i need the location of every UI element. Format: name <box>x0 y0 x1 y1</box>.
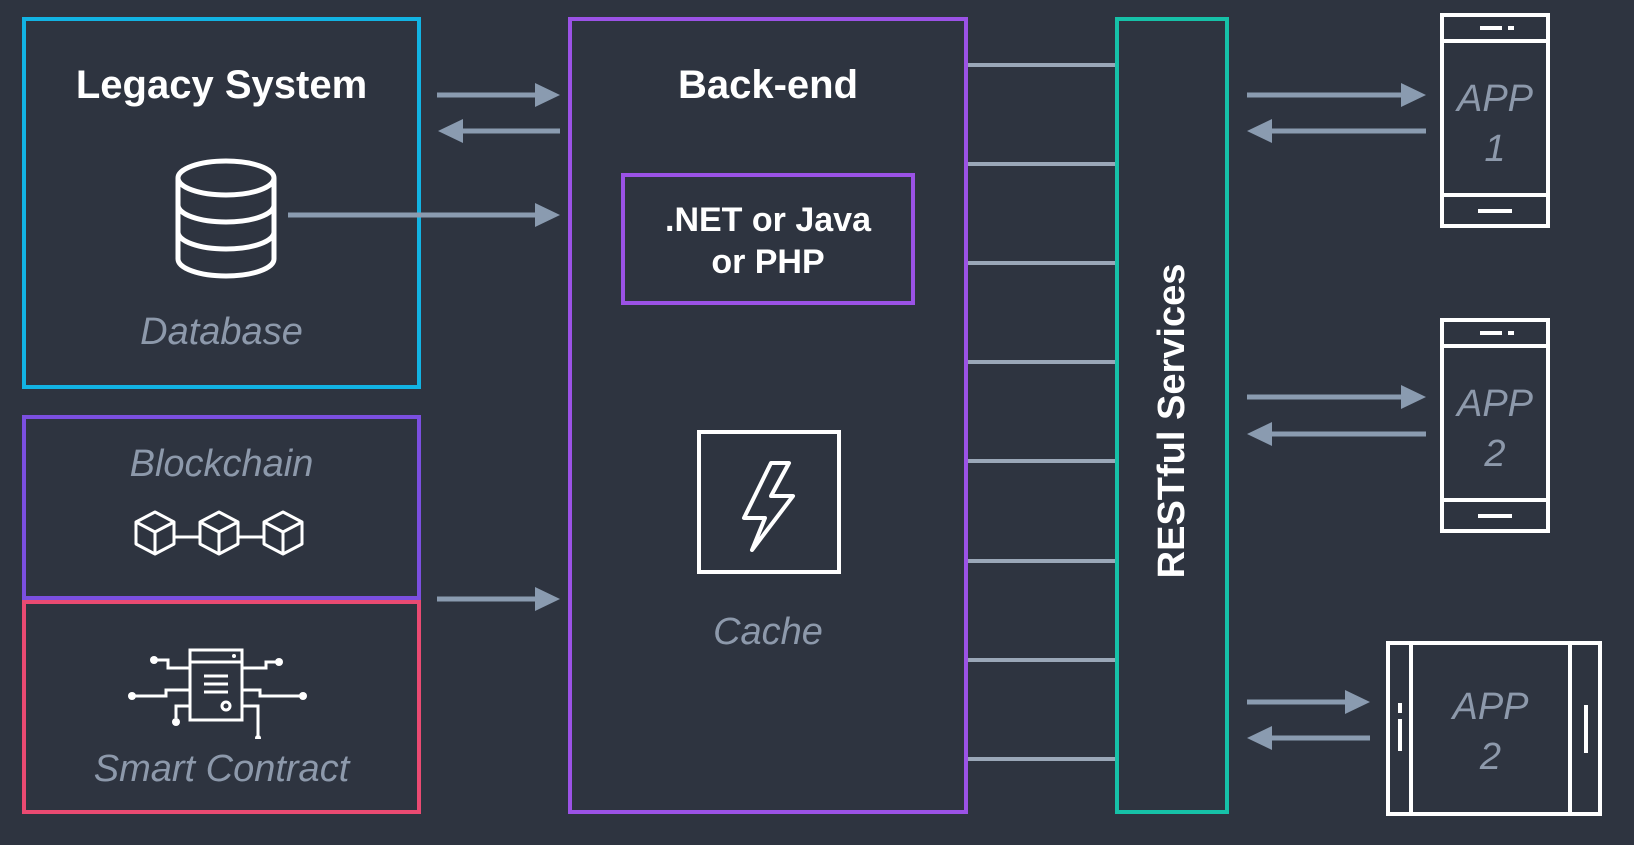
tablet-icon <box>1386 641 1602 816</box>
backend-box: Back-end .NET or Java or PHP Cache <box>568 17 968 814</box>
database-icon <box>175 158 277 279</box>
smart-contract-label: Smart Contract <box>93 748 350 790</box>
smart-contract-icon <box>128 648 307 739</box>
backend-tech-line2: or PHP <box>711 243 825 281</box>
cache-icon <box>697 430 841 574</box>
arrow-right-icon <box>437 587 560 611</box>
blockchain-label: Blockchain <box>129 443 314 485</box>
app-2-tablet: APP 2 <box>1386 641 1602 816</box>
app-3-label-line2: 2 <box>1479 736 1502 778</box>
arrow-right-icon <box>1247 690 1370 714</box>
app-2-phone: APP 2 <box>1440 318 1550 533</box>
app-1-phone: APP 1 <box>1440 13 1550 228</box>
blockchain-box: Blockchain <box>22 415 421 600</box>
backend-tech-line1: .NET or Java <box>665 201 871 239</box>
blockchain-icon <box>134 510 304 556</box>
app-3-label-line1: APP <box>1452 686 1529 728</box>
database-label: Database <box>140 311 303 353</box>
legacy-system-box: Legacy System Database <box>22 17 421 389</box>
app-2-label-line2: 2 <box>1484 433 1506 475</box>
smartphone-icon <box>1440 318 1550 533</box>
backend-title: Back-end <box>677 63 859 107</box>
arrow-right-icon <box>1247 83 1426 107</box>
app-1-label-line1: APP <box>1456 78 1534 120</box>
smart-contract-box: Smart Contract <box>22 600 421 814</box>
arrow-right-icon <box>437 83 560 107</box>
arrow-left-icon <box>1247 422 1426 446</box>
app-2-label-line1: APP <box>1456 383 1534 425</box>
legacy-system-title: Legacy System <box>75 63 368 107</box>
arrow-left-icon <box>1247 119 1426 143</box>
arrow-right-icon <box>1247 385 1426 409</box>
app-1-label-line2: 1 <box>1484 128 1506 170</box>
restful-services-box: RESTful Services <box>1115 17 1229 814</box>
arrow-left-icon <box>438 119 560 143</box>
backend-tech-box: .NET or Java or PHP <box>621 173 915 305</box>
cache-label: Cache <box>713 611 823 653</box>
arrow-right-icon <box>288 203 560 227</box>
arrow-left-icon <box>1247 726 1370 750</box>
smartphone-icon <box>1440 13 1550 228</box>
